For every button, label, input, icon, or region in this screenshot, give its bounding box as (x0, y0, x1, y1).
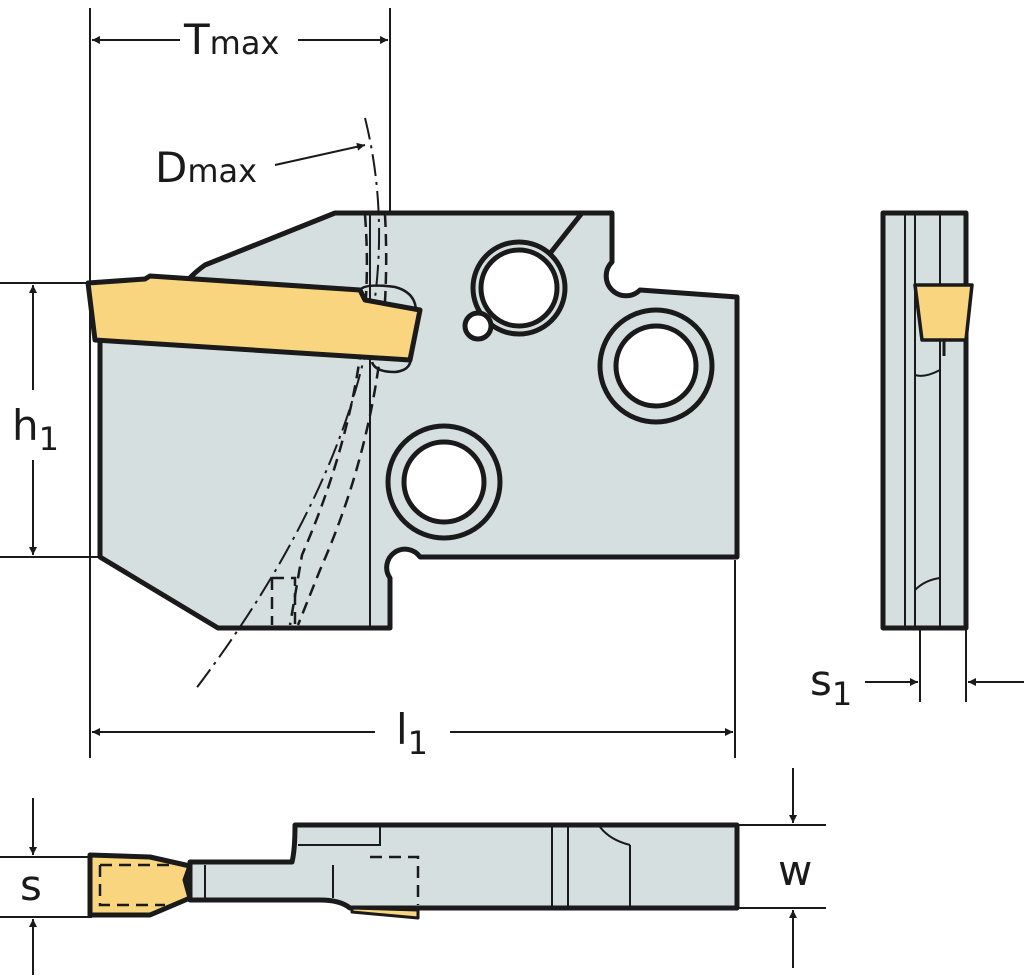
insert-side-view (85, 273, 423, 363)
blade-end-view (880, 210, 974, 631)
label-dmax: Dmax (155, 143, 257, 192)
label-tmax: Tmax (183, 15, 279, 64)
label-s1: s1 (810, 656, 852, 713)
blade-top-view (87, 822, 740, 920)
extension-lines (0, 8, 967, 918)
blade-side-view (97, 117, 740, 691)
hole-key (462, 310, 494, 342)
label-s: s (20, 861, 42, 910)
insert-top-view (87, 852, 193, 918)
label-h1: h1 (12, 401, 59, 458)
label-l1: l1 (396, 705, 428, 762)
dimension-arrows (29, 36, 1024, 975)
label-w: w (778, 846, 812, 895)
insert-end-view (913, 283, 974, 342)
